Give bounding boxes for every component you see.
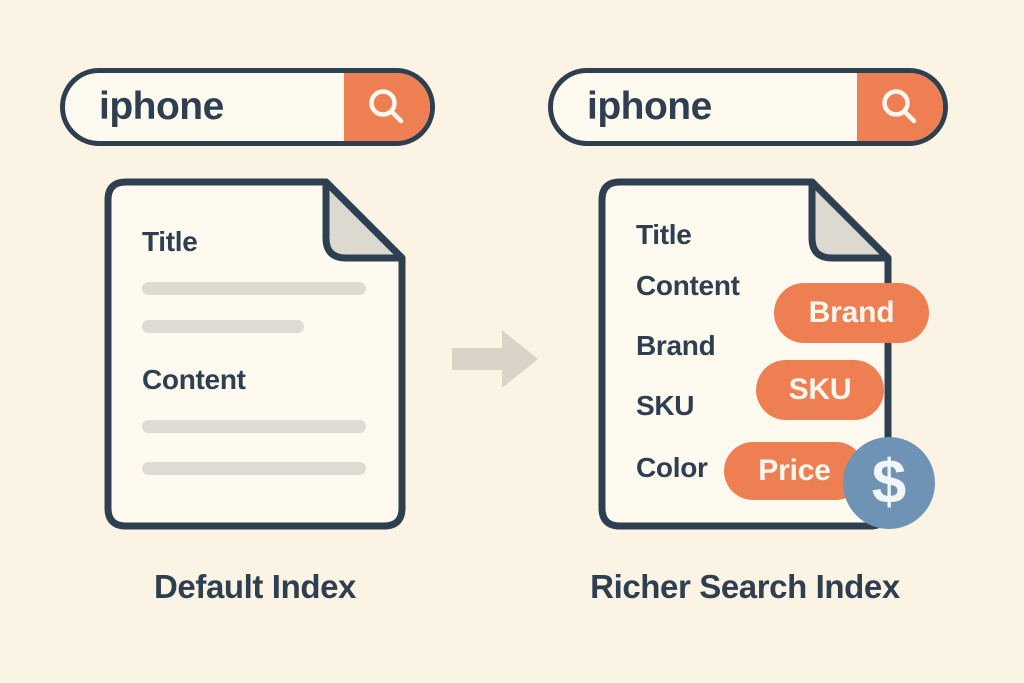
badge-price[interactable]: Price bbox=[724, 442, 865, 500]
search-bar-default[interactable]: iphone bbox=[60, 68, 435, 146]
dollar-coin-icon: $ bbox=[843, 437, 935, 529]
document-default-index: Title Content bbox=[104, 178, 406, 530]
caption-richer-index: Richer Search Index bbox=[590, 568, 900, 605]
arrow-right-icon bbox=[452, 328, 540, 395]
dollar-symbol: $ bbox=[871, 448, 907, 517]
search-input-richer[interactable]: iphone bbox=[587, 85, 712, 128]
badge-brand[interactable]: Brand bbox=[774, 283, 929, 343]
search-bar-richer[interactable]: iphone bbox=[548, 68, 948, 146]
caption-default-index: Default Index bbox=[153, 568, 356, 605]
document-shape bbox=[104, 178, 406, 530]
search-button-default[interactable] bbox=[344, 73, 430, 141]
search-icon bbox=[877, 84, 923, 130]
badge-sku[interactable]: SKU bbox=[756, 360, 884, 420]
search-input-default[interactable]: iphone bbox=[99, 85, 224, 128]
search-button-richer[interactable] bbox=[857, 73, 943, 141]
search-icon bbox=[364, 84, 410, 130]
